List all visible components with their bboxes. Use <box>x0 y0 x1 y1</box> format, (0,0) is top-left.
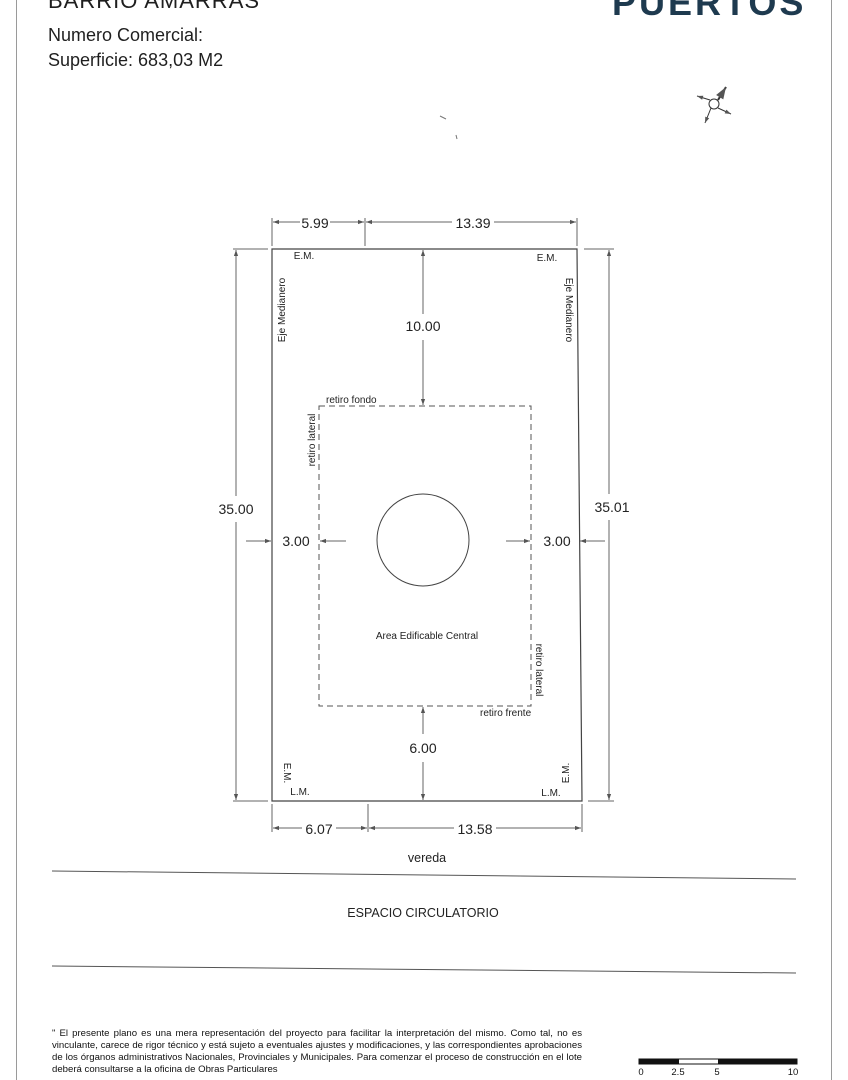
dim-bottom-left: 6.07 <box>305 821 332 837</box>
dim-left-side: 35.00 <box>218 501 253 517</box>
scale-tick: 0 <box>638 1067 643 1078</box>
em-top-left: E.M. <box>294 251 315 262</box>
speck <box>455 134 458 140</box>
em-top-right: E.M. <box>537 253 558 264</box>
dim-right-side: 35.01 <box>594 499 629 515</box>
vereda-label: vereda <box>408 851 446 865</box>
speck <box>439 115 447 120</box>
central-circle <box>376 493 470 587</box>
lot-outline <box>271 248 583 802</box>
barrio-title: BARRIO AMARRAS <box>48 0 261 13</box>
scale-tick: 2.5 <box>671 1067 684 1078</box>
dim-retiro-fondo: 10.00 <box>405 318 440 334</box>
disclaimer-text: " El presente plano es una mera represen… <box>52 1028 582 1075</box>
frame-border-left <box>16 0 17 1080</box>
area-edificable-label: Area Edificable Central <box>376 631 478 642</box>
retiro-lateral-left: retiro lateral <box>307 414 318 467</box>
lm-right: L.M. <box>541 788 560 799</box>
scale-bar: 0 2.5 5 10 <box>638 1058 799 1078</box>
street-line-bottom <box>51 965 797 974</box>
dim-lateral-right: 3.00 <box>543 533 570 549</box>
espacio-circulatorio-label: ESPACIO CIRCULATORIO <box>347 906 499 920</box>
dim-bottom-right: 13.58 <box>457 821 492 837</box>
frame-border-right <box>831 0 832 1080</box>
dim-top-right: 13.39 <box>455 215 490 231</box>
retiro-lateral-right: retiro lateral <box>533 644 544 697</box>
lm-left: L.M. <box>290 787 309 798</box>
em-bottom-left: E.M. <box>281 763 292 784</box>
numero-comercial: Numero Comercial: <box>48 25 204 45</box>
dim-lateral-left: 3.00 <box>282 533 309 549</box>
north-arrow-icon <box>696 86 732 124</box>
street-line-top <box>51 870 797 880</box>
superficie: Superficie: 683,03 M2 <box>48 50 224 70</box>
puertos-logo: PUERTOS <box>612 0 807 23</box>
em-bottom-right: E.M. <box>561 763 572 784</box>
dim-top-left: 5.99 <box>301 215 328 231</box>
scale-tick: 10 <box>788 1067 799 1078</box>
eje-medianero-left: Eje Medianero <box>277 277 288 342</box>
retiro-fondo-label: retiro fondo <box>326 395 377 406</box>
eje-medianero-right: Eje Medianero <box>563 278 574 343</box>
scale-tick: 5 <box>714 1067 719 1078</box>
buildable-area <box>318 405 532 707</box>
dim-retiro-frente: 6.00 <box>409 740 436 756</box>
retiro-frente-label: retiro frente <box>480 708 532 719</box>
